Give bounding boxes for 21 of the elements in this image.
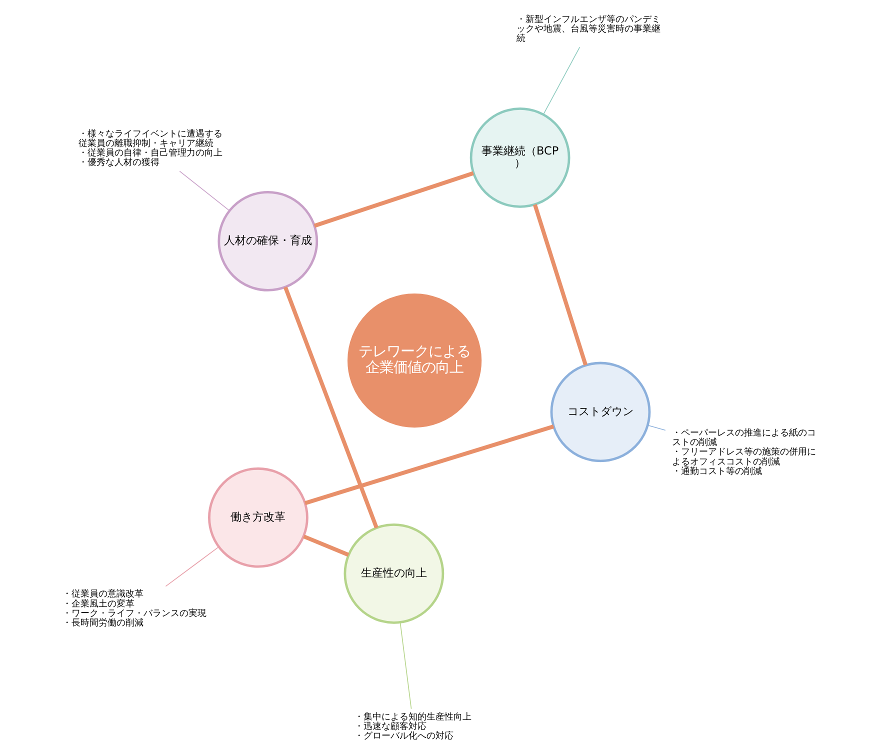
node-circle: 働き方改革 [208, 467, 308, 568]
node-circle: 生産性の向上 [344, 523, 444, 624]
connector [542, 46, 580, 115]
connector [165, 546, 220, 587]
node-circle: 事業継続（BCP） [470, 108, 570, 208]
node-text: ・様々なライフイベントに遭遇する従業員の離職抑制・キャリア継続 ・従業員の自律・自己管理力の向上 ・優秀な人材の獲得 [78, 129, 222, 168]
node-text: ・ペーパーレスの推進による紙のコストの削減 ・フリーアドレス等の施策の併用によるオフィスコストの削減 ・通勤コスト等の削減 [672, 428, 816, 477]
connector [304, 424, 554, 506]
node-circle: コストダウン [550, 362, 651, 462]
connector [179, 170, 230, 212]
connector [400, 622, 412, 710]
connector [647, 424, 666, 431]
connector [314, 171, 474, 228]
node-text: ・従業員の意識改革 ・企業風土の変革 ・ワーク・ライフ・バランスの実現 ・長時間労働の削減 [62, 590, 207, 629]
node-text: ・集中による知的生産性向上 ・迅速な顧客対応 ・グローバル化への対応 [354, 712, 472, 742]
connector [303, 534, 350, 557]
node-text: ・新型インフルエンザ等のパンデミックや地震、台風等災害時の事業継続 [516, 14, 661, 44]
node-circle: テレワークによる企業価値の向上 [347, 293, 482, 428]
node-circle: 人材の確保・育成 [218, 191, 318, 292]
connector [283, 286, 378, 528]
connector [532, 204, 588, 366]
